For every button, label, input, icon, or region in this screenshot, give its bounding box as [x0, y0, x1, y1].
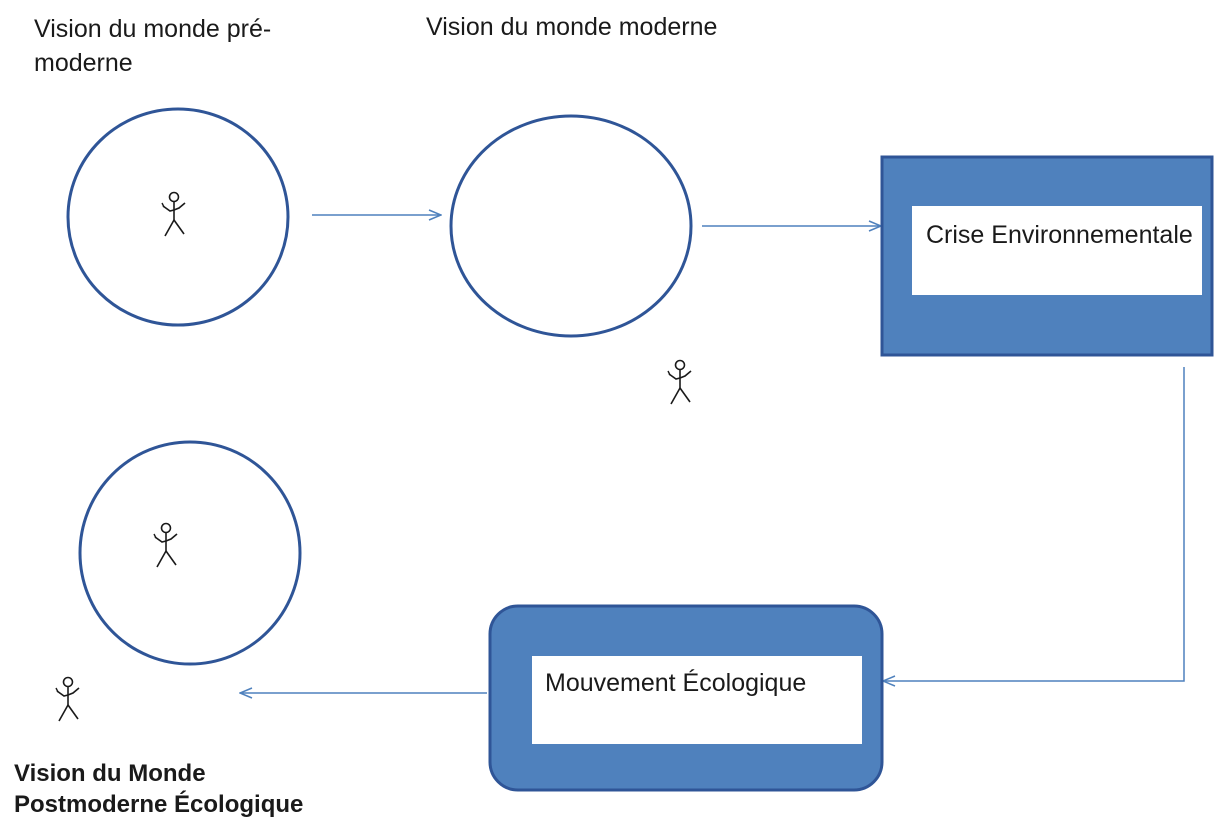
crisis-text-panel: [912, 206, 1202, 295]
modern-figure-icon: [667, 359, 692, 405]
crisis-label: Crise Environnementale: [926, 221, 1193, 249]
modern-circle: [449, 114, 693, 338]
postmodern-figure-icon: [153, 522, 178, 568]
arrow-crisis-to-movement: [883, 367, 1185, 681]
movement-text-panel: [532, 656, 862, 744]
outside-figure-icon: [55, 676, 80, 722]
premodern-label: Vision du monde pré-moderne: [34, 15, 272, 77]
movement-label: Mouvement Écologique: [545, 669, 807, 697]
postmodern-circle: [78, 440, 302, 666]
postmodern-label: Vision du Monde Postmoderne Écologique: [14, 760, 304, 818]
premodern-circle: [66, 107, 290, 327]
modern-label: Vision du monde moderne: [426, 13, 718, 41]
premodern-figure-icon: [161, 191, 186, 237]
